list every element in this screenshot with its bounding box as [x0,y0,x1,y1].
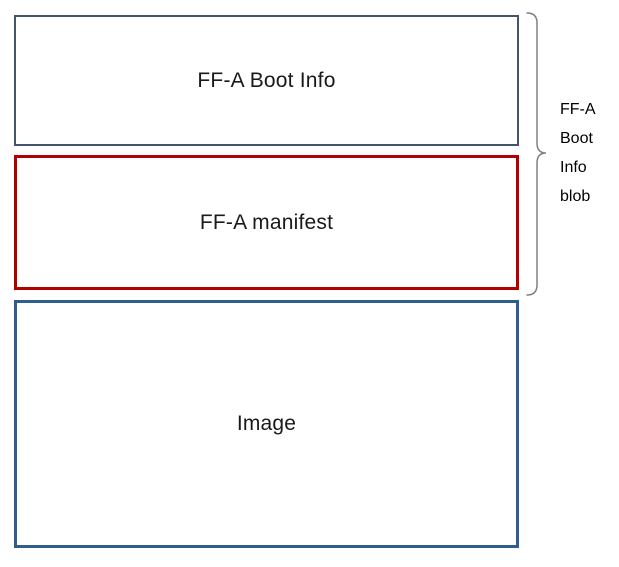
brace-label-line-4: blob [560,188,591,205]
brace-path [526,12,547,296]
box-image-label: Image [236,412,297,435]
right-curly-brace-icon [526,12,547,296]
box-ffa-manifest-label: FF-A manifest [199,210,334,234]
brace-label-line-1: FF-A [560,101,596,118]
box-ffa-manifest: FF-A manifest [14,155,519,290]
brace-label: FF-A Boot Info blob [560,95,596,211]
brace-label-line-3: Info [560,159,587,176]
brace-label-line-2: Boot [560,130,593,147]
box-ffa-boot-info-label: FF-A Boot Info [197,68,336,92]
box-ffa-boot-info: FF-A Boot Info [14,15,519,146]
box-image: Image [14,300,519,548]
